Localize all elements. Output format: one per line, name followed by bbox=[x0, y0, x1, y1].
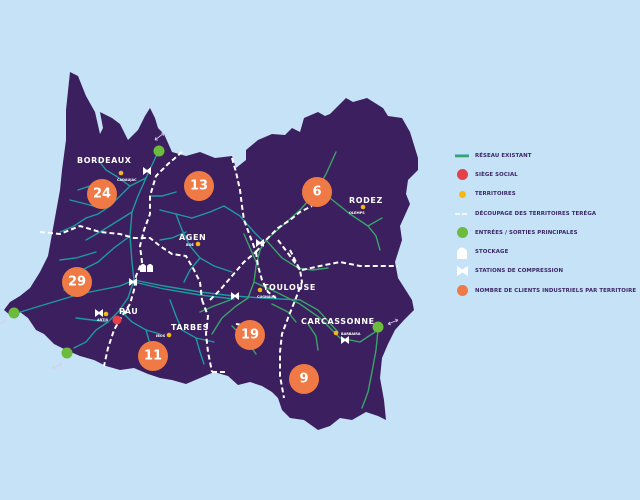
client-count-bordeaux: 24 bbox=[87, 179, 117, 209]
territory-dot-toulouse bbox=[257, 287, 263, 293]
city-label-pau: PAU bbox=[119, 307, 138, 316]
svg-text:29: 29 bbox=[68, 275, 86, 290]
entry-exit-points bbox=[8, 145, 384, 359]
client-count-pau: 29 bbox=[62, 267, 92, 297]
compression-station-icon bbox=[129, 278, 137, 286]
entry-exit-east bbox=[372, 321, 384, 333]
territory-dot-tarbes bbox=[166, 332, 172, 338]
legend-item-stations: STATIONS DE COMPRESSION bbox=[455, 262, 640, 281]
svg-text:11: 11 bbox=[144, 349, 162, 364]
storage-icon bbox=[455, 246, 469, 259]
compression-station-icon bbox=[231, 292, 239, 300]
client-count-rodez: 6 bbox=[302, 177, 332, 207]
territory-borders bbox=[39, 151, 398, 399]
territory-dot-agen bbox=[195, 241, 201, 247]
legend-item-decoupage: DÉCOUPAGE DES TERRITOIRES TERÉGA bbox=[455, 204, 640, 223]
legend-label: NOMBRE DE CLIENTS INDUSTRIELS PAR TERRIT… bbox=[475, 287, 637, 294]
client-count-carcassonne: 9 bbox=[289, 364, 319, 394]
city-sub-barbaira: BARBAIRA bbox=[341, 332, 361, 336]
legend-label: STOCKAGE bbox=[475, 249, 509, 256]
storage-icon bbox=[140, 264, 153, 272]
compression-stations bbox=[95, 167, 349, 344]
legend-item-clients: NOMBRE DE CLIENTS INDUSTRIELS PAR TERRIT… bbox=[455, 281, 640, 300]
legend-item-stockage: STOCKAGE bbox=[455, 242, 640, 261]
territory-dot-carcassonne bbox=[333, 330, 339, 336]
network-line-icon bbox=[455, 150, 469, 162]
city-sub-boe: BOÉ bbox=[186, 242, 194, 247]
legend-label: ENTRÉES / SORTIES PRINCIPALES bbox=[475, 229, 578, 236]
orange-dot-icon bbox=[455, 285, 469, 297]
legend-label: RÉSEAU EXISTANT bbox=[475, 152, 532, 159]
legend-item-network: RÉSEAU EXISTANT bbox=[455, 146, 640, 165]
city-sub-ibos: IBOS bbox=[156, 334, 166, 338]
city-label-agen: AGEN bbox=[179, 233, 206, 242]
double-arrow-icons bbox=[0, 132, 399, 370]
legend-label: TERRITOIRES bbox=[475, 191, 516, 198]
region-landmass bbox=[4, 72, 418, 430]
entry-exit-north bbox=[153, 145, 165, 157]
legend-label: DÉCOUPAGE DES TERRITOIRES TERÉGA bbox=[475, 210, 597, 217]
compression-station-icon bbox=[143, 167, 151, 175]
territory-dot-rodez bbox=[360, 204, 366, 210]
city-labels: BORDEAUX CADAUJAC AGEN BOÉ RODEZ OLEMPS … bbox=[77, 156, 383, 338]
entry-exit-southwest bbox=[61, 347, 73, 359]
svg-text:9: 9 bbox=[299, 372, 308, 387]
network-east bbox=[199, 151, 383, 409]
client-counts: 24 13 6 29 11 19 9 bbox=[62, 171, 332, 394]
city-label-tarbes: TARBES bbox=[171, 323, 209, 332]
legend-item-territoires: TERRITOIRES bbox=[455, 185, 640, 204]
compression-station-icon bbox=[95, 309, 103, 317]
legend-item-entrees: ENTRÉES / SORTIES PRINCIPALES bbox=[455, 223, 640, 242]
map-legend: RÉSEAU EXISTANT SIÈGE SOCIAL TERRITOIRES… bbox=[455, 146, 640, 300]
svg-text:19: 19 bbox=[241, 328, 259, 343]
client-count-agen: 13 bbox=[184, 171, 214, 201]
territory-dot-pau bbox=[103, 311, 109, 317]
compression-station-icon bbox=[455, 265, 469, 277]
city-label-bordeaux: BORDEAUX bbox=[77, 156, 132, 165]
city-sub-cadaujac: CADAUJAC bbox=[117, 178, 137, 182]
city-label-toulouse: TOULOUSE bbox=[263, 283, 316, 292]
svg-text:24: 24 bbox=[93, 187, 111, 202]
client-count-tarbes: 11 bbox=[138, 341, 168, 371]
svg-text:13: 13 bbox=[190, 179, 208, 194]
red-dot-icon bbox=[455, 169, 469, 181]
legend-label: STATIONS DE COMPRESSION bbox=[475, 268, 564, 275]
client-count-toulouse: 19 bbox=[235, 320, 265, 350]
svg-text:6: 6 bbox=[312, 185, 321, 200]
city-label-carcassonne: CARCASSONNE bbox=[301, 317, 375, 326]
legend-label: SIÈGE SOCIAL bbox=[475, 171, 518, 178]
green-dot-icon bbox=[455, 227, 469, 239]
siege-social-marker bbox=[112, 315, 122, 325]
entry-exit-west bbox=[8, 307, 20, 319]
compression-station-icon bbox=[341, 336, 349, 344]
city-sub-cugnaux: CUGNAUX bbox=[257, 295, 276, 299]
territory-markers bbox=[103, 170, 366, 338]
yellow-dot-icon bbox=[455, 188, 469, 200]
city-sub-olemps: OLEMPS bbox=[349, 211, 365, 215]
city-label-rodez: RODEZ bbox=[349, 196, 383, 205]
city-sub-artix: ARTIX bbox=[97, 318, 109, 322]
legend-item-siege: SIÈGE SOCIAL bbox=[455, 165, 640, 184]
territory-dot-bordeaux bbox=[118, 170, 124, 176]
compression-station-icon bbox=[256, 239, 264, 247]
dashed-line-icon bbox=[455, 208, 469, 220]
